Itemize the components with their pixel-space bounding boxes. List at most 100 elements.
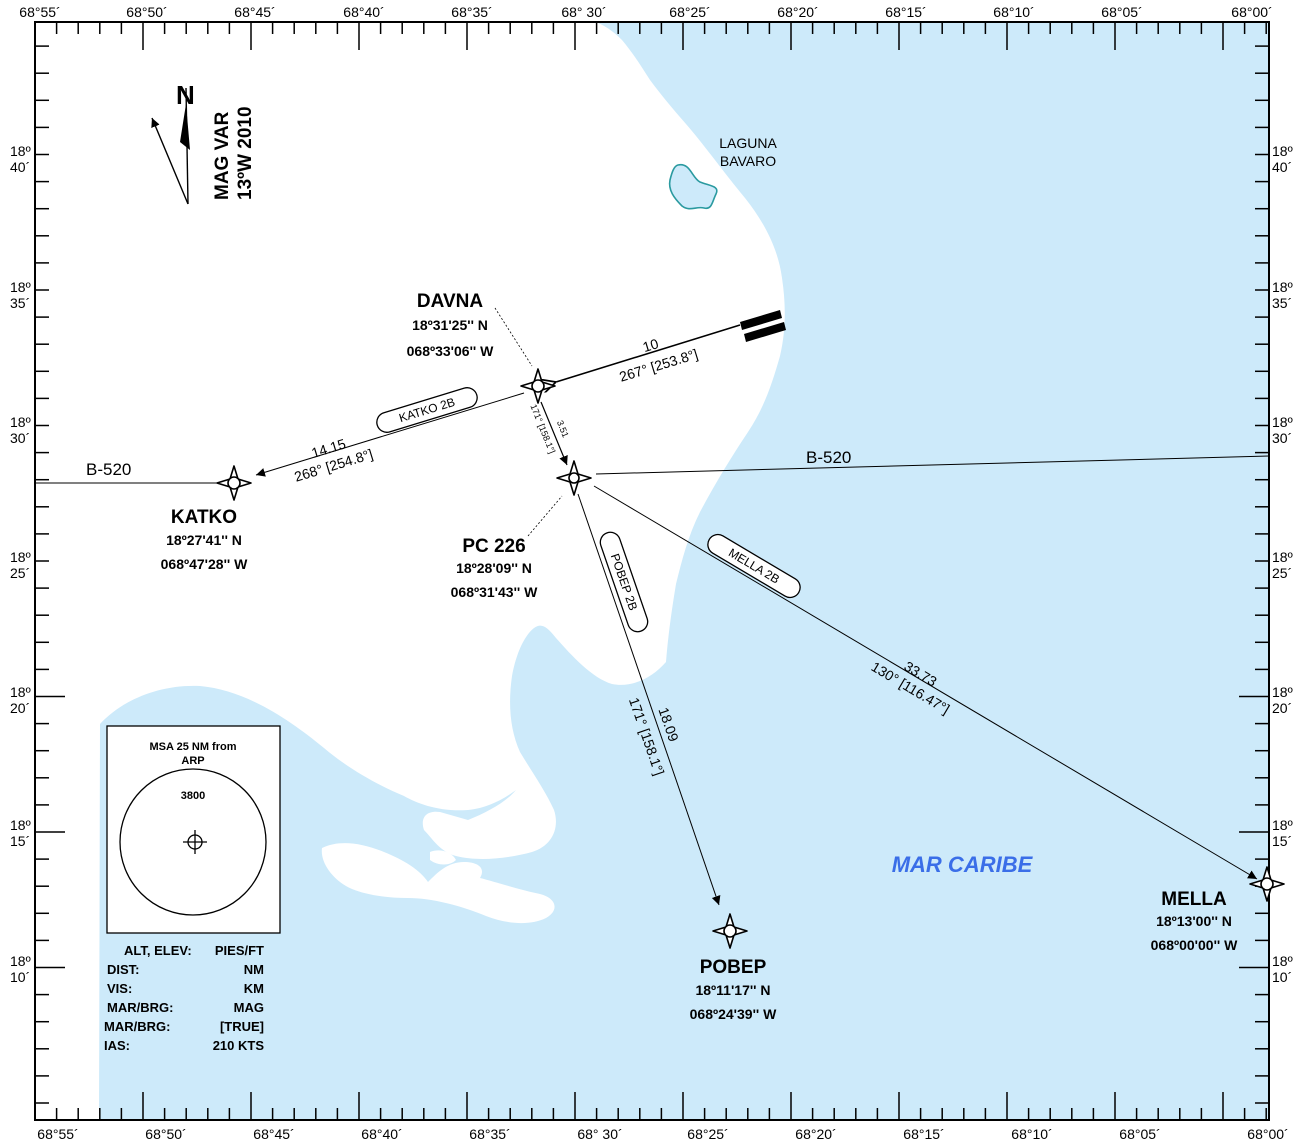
fix-lon-pc226: 068º31'43'' W [451, 584, 538, 600]
small-islet [430, 850, 456, 865]
fix-name-pobep: POBEP [700, 957, 767, 978]
waypoint-pobep-icon [712, 913, 748, 949]
laguna-label-line2: BAVARO [720, 153, 776, 169]
fix-lat-mella: 18º13'00'' N [1156, 913, 1232, 929]
latitude-labels-right: 18º 40´ 18º 35´ 18º 30´ 18º 25´ 18º 20´ … [1272, 143, 1293, 985]
lon-label: 68°15´ [903, 1126, 944, 1142]
legend-label: DIST: [107, 962, 140, 977]
legend-label: VIS: [107, 981, 132, 996]
north-letter: N [176, 80, 195, 110]
fix-lon-mella: 068º00'00'' W [1151, 937, 1238, 953]
leg-davna-pc226 [540, 401, 568, 466]
magnetic-north-line [151, 117, 189, 205]
lon-label: 68°25´ [687, 1126, 728, 1142]
fix-lon-davna: 068º33'06'' W [407, 343, 494, 359]
lat-min: 40´ [1272, 159, 1292, 175]
legend-label: IAS: [104, 1038, 130, 1053]
airway-label-east: B-520 [806, 448, 851, 467]
lat-min: 30´ [10, 430, 30, 446]
mag-var-line2: 13ºW 2010 [235, 106, 256, 200]
msa-title-line2: ARP [181, 755, 204, 767]
lat-deg: 18º [1272, 684, 1293, 700]
laguna-bavaro [668, 163, 718, 210]
leg-davna-katko [255, 392, 525, 477]
waypoint-davna-icon [520, 368, 556, 404]
lon-label: 68°45´ [253, 1126, 294, 1142]
fix-lat-davna: 18º31'25'' N [412, 317, 488, 333]
north-arrow: N [151, 80, 195, 205]
lon-label: 68°50´ [145, 1126, 186, 1142]
lon-label: 68°40´ [343, 4, 384, 20]
leg-dist-runway-davna: 10 [641, 335, 661, 355]
fix-name-mella: MELLA [1161, 889, 1227, 910]
lon-label: 68°20´ [795, 1126, 836, 1142]
lat-min: 35´ [10, 295, 30, 311]
fix-name-katko: KATKO [171, 507, 237, 528]
lat-deg: 18º [1272, 279, 1293, 295]
legend-label: ALT, ELEV: [124, 943, 192, 958]
davna-leader-line [494, 307, 533, 367]
lon-label: 68°00´ [1247, 1126, 1288, 1142]
airway-label-west: B-520 [86, 460, 131, 479]
lon-label: 68°35´ [469, 1126, 510, 1142]
fix-lon-katko: 068º47'28'' W [161, 556, 248, 572]
units-legend: ALT, ELEV: PIES/FT DIST: NM VIS: KM MAR/… [104, 943, 264, 1053]
lon-label: 68°05´ [1101, 4, 1142, 20]
lat-min: 40´ [10, 159, 30, 175]
arp-icon [183, 830, 207, 854]
sandbar-island [321, 843, 555, 924]
msa-box: MSA 25 NM from ARP 3800 [106, 725, 281, 934]
longitude-labels-bottom: 68°55´ 68°50´ 68°45´ 68°40´ 68°35´ 68° 3… [37, 1126, 1288, 1142]
lon-label: 68°25´ [669, 4, 710, 20]
lon-label: 68°45´ [234, 4, 275, 20]
waypoint-pc226-icon [556, 460, 592, 496]
msa-title-line1: MSA 25 NM from [150, 741, 237, 753]
lat-min: 35´ [1272, 295, 1292, 311]
legend-label: MAR/BRG: [104, 1019, 170, 1034]
legend-value: [TRUE] [220, 1019, 264, 1034]
waypoint-mella-icon [1249, 866, 1285, 902]
frame [34, 21, 1270, 1121]
lat-deg: 18º [1272, 414, 1293, 430]
lon-label: 68°55´ [19, 4, 60, 20]
lat-min: 15´ [1272, 833, 1292, 849]
legend-value: NM [244, 962, 264, 977]
lat-deg: 18º [1272, 817, 1293, 833]
lon-label: 68°05´ [1119, 1126, 1160, 1142]
lon-label: 68°10´ [1011, 1126, 1052, 1142]
fix-name-pc226: PC 226 [462, 536, 525, 557]
lat-deg: 18º [10, 143, 31, 159]
lat-min: 25´ [10, 565, 30, 581]
lat-min: 30´ [1272, 430, 1292, 446]
fix-name-davna: DAVNA [417, 291, 483, 312]
lon-label: 68°50´ [126, 4, 167, 20]
legend-value: 210 KTS [213, 1038, 265, 1053]
lat-min: 20´ [1272, 700, 1292, 716]
lat-min: 10´ [1272, 969, 1292, 985]
lat-deg: 18º [10, 953, 31, 969]
lat-deg: 18º [1272, 549, 1293, 565]
leg-pc226-mella [593, 485, 1258, 880]
lon-label: 68°35´ [451, 4, 492, 20]
lat-deg: 18º [1272, 953, 1293, 969]
lon-label: 68° 30´ [561, 4, 606, 20]
lat-min: 20´ [10, 700, 30, 716]
lon-label: 68°20´ [777, 4, 818, 20]
waypoint-katko-icon [216, 465, 252, 501]
lat-min: 15´ [10, 833, 30, 849]
lat-deg: 18º [10, 817, 31, 833]
runway-symbol [740, 310, 786, 342]
lon-label: 68°40´ [361, 1126, 402, 1142]
laguna-label-line1: LAGUNA [719, 135, 777, 151]
lat-deg: 18º [10, 414, 31, 430]
lon-label: 68°15´ [885, 4, 926, 20]
airway-b520-east [595, 455, 1270, 475]
legend-value: KM [244, 981, 264, 996]
fix-lat-pc226: 18º28'09'' N [456, 560, 532, 576]
lat-deg: 18º [1272, 143, 1293, 159]
legend-value: MAG [234, 1000, 264, 1015]
legend-label: MAR/BRG: [107, 1000, 173, 1015]
fix-lat-pobep: 18º11'17'' N [695, 982, 770, 998]
north-arrow-half-icon [180, 104, 190, 150]
